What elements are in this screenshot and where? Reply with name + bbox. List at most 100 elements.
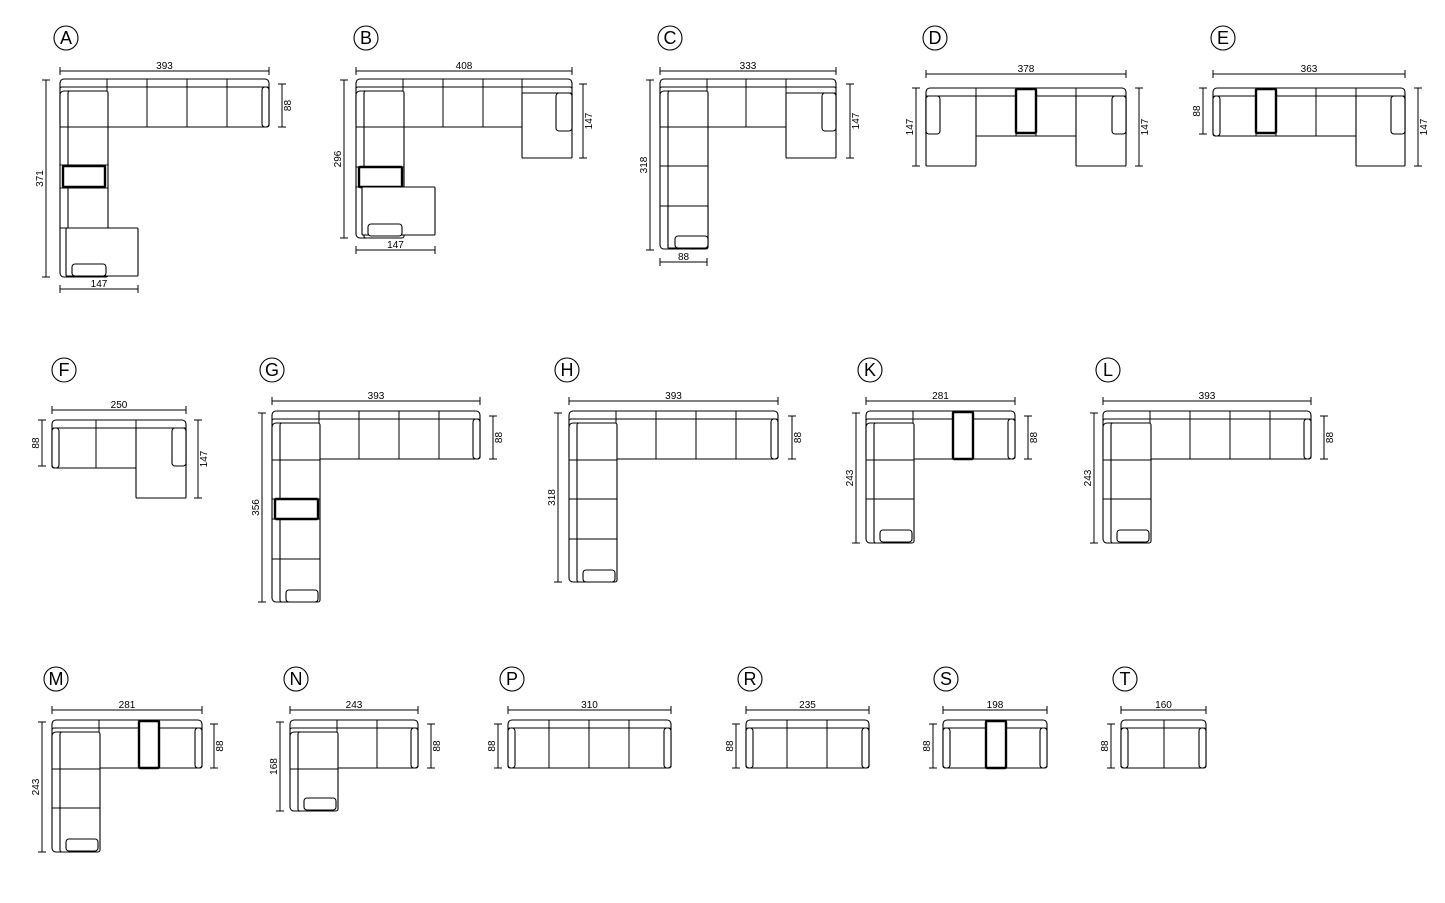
chaise-armrest	[367, 223, 403, 237]
chaise-armrest	[582, 569, 616, 583]
armrest	[1198, 727, 1207, 769]
letter-badge	[353, 25, 379, 51]
dimension-label: 408	[456, 61, 473, 72]
letter-badge	[657, 25, 683, 51]
chaise-armrest	[65, 838, 99, 852]
table-module	[1014, 87, 1038, 135]
chaise-armrest	[1390, 95, 1406, 135]
dimension-label: 88	[215, 740, 226, 752]
chaise-armrest	[674, 235, 709, 249]
dimension-label: 310	[581, 700, 598, 711]
dimension-label: 88	[283, 100, 294, 112]
seat-column	[297, 731, 339, 812]
table-module	[61, 164, 107, 189]
dimension-label: 393	[1199, 391, 1216, 402]
configuration-d: D 378 147 147	[905, 25, 1151, 167]
dimension-label: 378	[1018, 64, 1035, 75]
letter-badge	[51, 357, 77, 383]
chaise-armrest	[303, 797, 337, 811]
configuration-letter: D	[929, 28, 942, 48]
armrest	[472, 418, 481, 460]
configuration-letter: P	[506, 669, 518, 689]
configuration-t: T 160 88	[1100, 666, 1207, 769]
dimension-label: 88	[1029, 432, 1040, 444]
armrest	[1007, 418, 1016, 460]
dimension-label: 147	[387, 240, 404, 251]
dimension-label: 88	[494, 432, 505, 444]
dimension-label: 333	[740, 61, 757, 72]
table-module	[1254, 87, 1278, 135]
dimension-label: 88	[793, 432, 804, 444]
dimension-label: 243	[31, 778, 42, 795]
chaise-armrest	[555, 92, 573, 132]
armrest	[663, 727, 672, 769]
dimension-label: 147	[1419, 118, 1430, 135]
letter-badge	[737, 666, 763, 692]
dimension-label: 88	[725, 740, 736, 752]
dimension-label: 198	[987, 700, 1004, 711]
table-module	[273, 497, 320, 521]
dimension-label: 318	[547, 489, 558, 506]
chaise-armrest	[821, 92, 837, 132]
seat-column	[576, 422, 618, 583]
letter-badge	[283, 666, 309, 692]
dimension-label: 356	[251, 499, 262, 516]
dimension-label: 147	[905, 118, 916, 135]
seat-column	[873, 422, 915, 544]
dimension-label: 296	[333, 150, 344, 167]
dimension-label: 88	[31, 437, 42, 449]
seat-column	[59, 731, 101, 853]
table-module	[951, 410, 975, 461]
chaise-armrest	[1111, 95, 1127, 135]
configuration-letter: S	[940, 669, 952, 689]
armrest	[861, 727, 870, 769]
letter-badge	[259, 357, 285, 383]
armrest	[194, 727, 203, 769]
configuration-letter: G	[265, 360, 279, 380]
dimension-label: 393	[156, 61, 173, 72]
dimension-label: 88	[922, 740, 933, 752]
letter-badge	[53, 25, 79, 51]
letter-badge	[857, 357, 883, 383]
dimension-label: 281	[119, 700, 136, 711]
letter-badge	[554, 357, 580, 383]
configuration-letter: N	[290, 669, 303, 689]
seat-column	[1110, 422, 1152, 544]
seat-row	[745, 727, 870, 769]
chaise-armrest	[285, 589, 319, 603]
configuration-letter: C	[664, 28, 677, 48]
dimension-label: 88	[1100, 740, 1111, 752]
dimension-label: 88	[1325, 432, 1336, 444]
configuration-letter: L	[1103, 360, 1113, 380]
armrest	[1120, 727, 1129, 769]
armrest	[745, 727, 754, 769]
dimension-label: 147	[1140, 118, 1151, 135]
dimension-label: 88	[1192, 105, 1203, 117]
chaise-armrest	[879, 529, 913, 543]
configuration-s: S 198 88	[922, 666, 1048, 770]
armrest	[1303, 418, 1312, 460]
configuration-letter: T	[1120, 669, 1131, 689]
letter-badge	[499, 666, 525, 692]
dimension-label: 160	[1155, 700, 1172, 711]
letter-badge	[933, 666, 959, 692]
configuration-letter: B	[360, 28, 372, 48]
letter-badge	[1210, 25, 1236, 51]
chaise-armrest	[1116, 529, 1150, 543]
dimension-label: 393	[665, 391, 682, 402]
configuration-letter: F	[59, 360, 70, 380]
chaise-armrest	[171, 427, 187, 467]
dimension-label: 281	[932, 391, 949, 402]
armrest	[410, 727, 419, 769]
letter-badge	[1095, 357, 1121, 383]
